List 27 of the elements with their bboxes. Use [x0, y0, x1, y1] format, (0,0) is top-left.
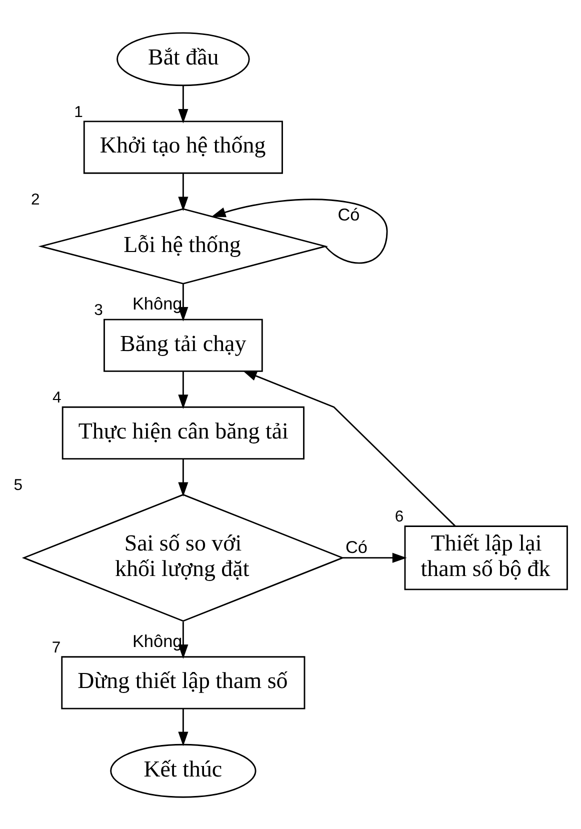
arrow [178, 708, 188, 746]
node-label: 5 [14, 476, 23, 494]
node-box: Khởi tạo hệ thống [83, 120, 283, 174]
node-box: Thiết lập lại tham số bộ đk [404, 525, 568, 590]
edge-label: Có [345, 536, 368, 556]
node-diamond: Sai số so với khối lượng đặt [22, 493, 344, 622]
node-box: Băng tải chạy [104, 318, 263, 372]
edge-label: Không [132, 630, 182, 651]
node-label: 3 [94, 301, 103, 318]
node-box: Thực hiện cân băng tải [62, 406, 304, 459]
node-label: 2 [31, 190, 40, 208]
arrow [178, 85, 188, 123]
node-box: Dừng thiết lập tham số [61, 656, 306, 709]
arrow [242, 370, 456, 526]
arrow [178, 370, 188, 408]
arrow [342, 552, 407, 562]
edge-label: Không [132, 293, 182, 314]
edge-label: Có [338, 204, 360, 224]
arrow [178, 458, 188, 496]
node-label: 7 [52, 638, 61, 656]
node-label: 4 [52, 389, 62, 406]
node-label: 1 [74, 103, 83, 120]
node-label: 6 [394, 508, 404, 526]
node-ellipse: Bắt đầu [116, 32, 250, 86]
arrow [211, 198, 388, 264]
node-ellipse: Kết thúc [110, 743, 256, 798]
arrow [178, 172, 188, 211]
